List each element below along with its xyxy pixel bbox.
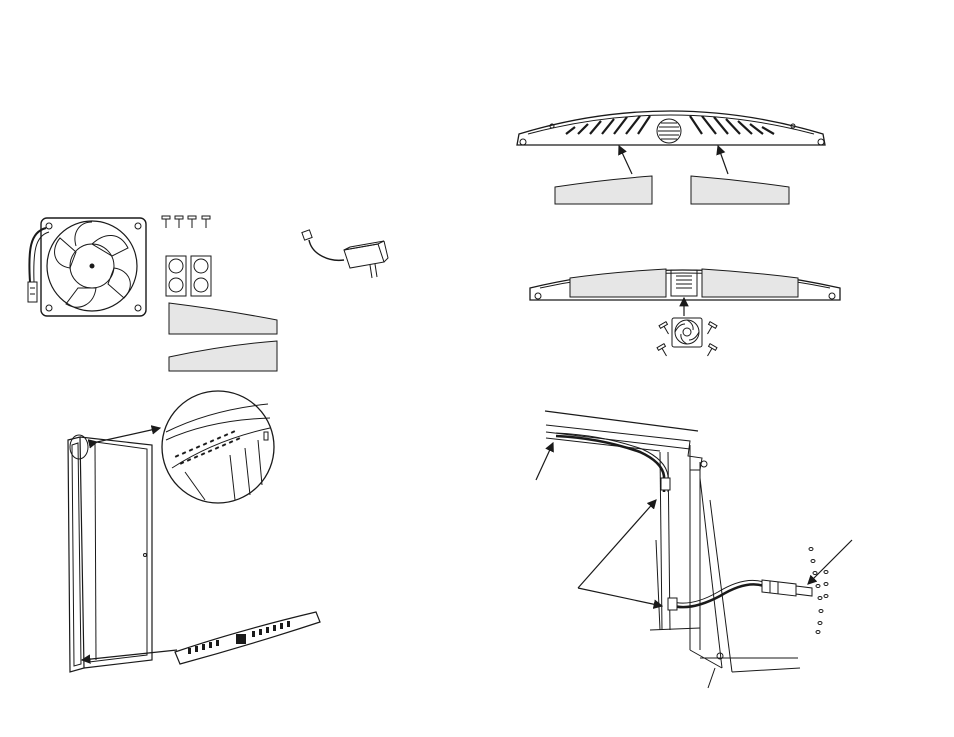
cable-icon bbox=[556, 433, 812, 610]
filter-strip-icon bbox=[169, 303, 277, 371]
cable-routing-step bbox=[536, 411, 852, 688]
screw-icon bbox=[162, 216, 210, 228]
screw-icon bbox=[657, 322, 717, 358]
bottom-vent-piece bbox=[175, 612, 320, 664]
vent-with-filters-step bbox=[517, 111, 825, 204]
arrow-icon bbox=[536, 443, 852, 606]
fan-icon bbox=[28, 218, 146, 316]
power-adapter-icon bbox=[302, 230, 388, 278]
vent-grille-icon bbox=[162, 391, 320, 664]
vent-with-fan-step bbox=[530, 269, 840, 358]
adhesive-pad-icon bbox=[166, 256, 211, 296]
parts-kit bbox=[28, 216, 388, 371]
door-frame-icon bbox=[68, 428, 177, 672]
fan-icon bbox=[672, 318, 702, 347]
